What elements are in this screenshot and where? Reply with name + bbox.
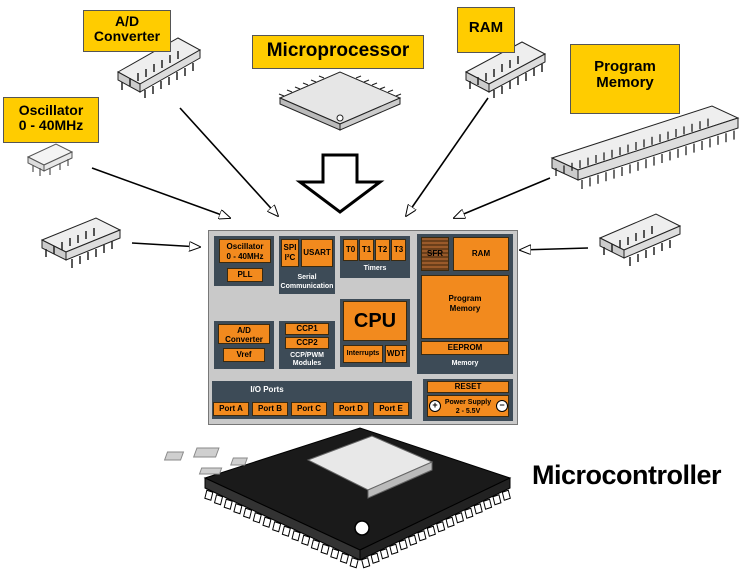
arrow-oscillator — [91, 167, 230, 218]
port-a: Port A — [213, 402, 249, 416]
ad-converter-chip-icon — [116, 37, 202, 98]
interrupts-block: Interrupts — [343, 345, 383, 363]
sfr-block: SFR — [421, 237, 449, 271]
port-e: Port E — [373, 402, 409, 416]
eeprom-block: EEPROM — [421, 341, 509, 355]
arrow-ad — [179, 107, 278, 216]
ccp1-block: CCP1 — [285, 323, 329, 335]
microcontroller-title: Microcontroller — [532, 460, 722, 490]
usart-block: USART — [301, 239, 333, 267]
timer-t1: T1 — [359, 239, 374, 261]
arrow-program-memory — [454, 177, 551, 218]
memory-label: Memory — [451, 360, 479, 367]
timer-t3: T3 — [391, 239, 406, 261]
microcontroller-package-icon — [163, 427, 512, 569]
plus-terminal-icon: + — [429, 400, 441, 412]
timer-t0: T0 — [343, 239, 358, 261]
reset-block: RESET — [427, 381, 509, 393]
minus-terminal-icon: − — [496, 400, 508, 412]
big-down-arrow-icon — [295, 153, 385, 214]
wdt-block: WDT — [385, 345, 407, 363]
vref-block: Vref — [223, 348, 265, 362]
port-b: Port B — [252, 402, 288, 416]
pll-block: PLL — [227, 268, 263, 282]
ram-block: RAM — [453, 237, 509, 271]
port-c: Port C — [291, 402, 327, 416]
oscillator-chip-icon — [26, 143, 74, 176]
arrow-ram — [406, 97, 489, 216]
microprocessor-label: Microprocessor — [252, 35, 424, 69]
port-d: Port D — [333, 402, 369, 416]
cpu-core: CPU — [343, 301, 407, 341]
peripheral-chip-left-icon — [40, 217, 122, 268]
timers-label: Timers — [363, 265, 387, 272]
ram-label: RAM — [457, 7, 515, 53]
ccp2-block: CCP2 — [285, 337, 329, 349]
connector-arrows — [91, 97, 589, 250]
microprocessor-chip-icon — [278, 71, 402, 131]
arrow-left-chip — [131, 243, 200, 247]
timer-t2: T2 — [375, 239, 390, 261]
arrow-right-chip — [520, 248, 589, 250]
program-memory-chip-icon — [550, 105, 740, 189]
peripheral-chip-right-icon — [598, 213, 682, 266]
io-ports-label: I/O Ports — [250, 385, 284, 394]
ram-chip-icon — [464, 41, 547, 98]
